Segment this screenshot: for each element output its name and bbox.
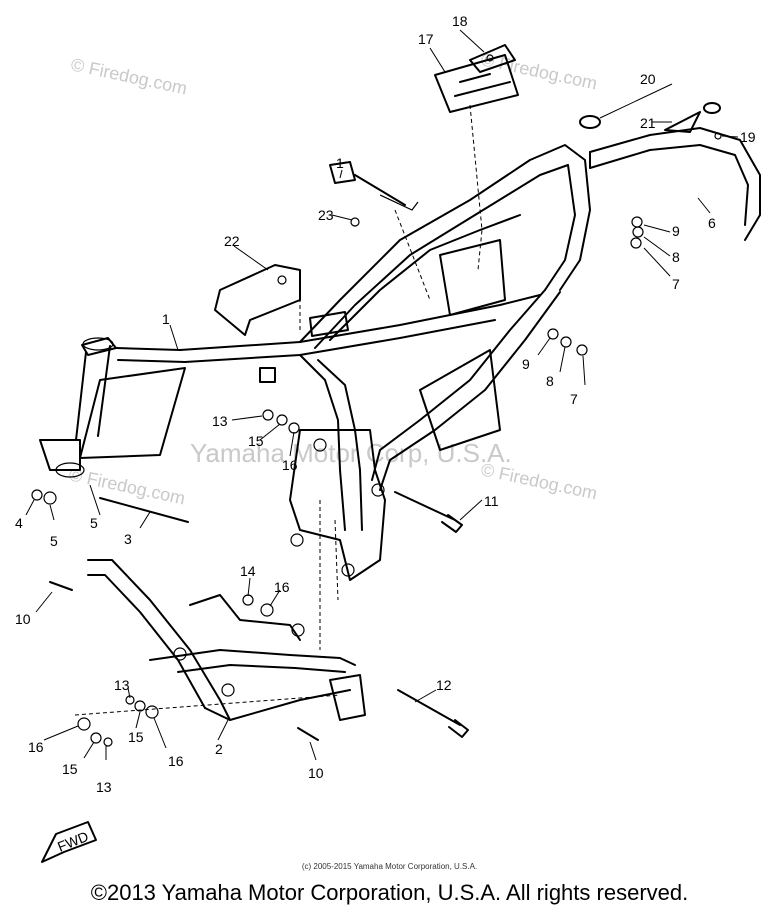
callout-3: 3 xyxy=(124,531,132,547)
rear-fender xyxy=(589,127,761,241)
watermark-site-top-right: © Firedog.com xyxy=(479,49,599,93)
callout-8a: 8 xyxy=(672,249,680,265)
battery-cover xyxy=(434,44,519,113)
fasteners xyxy=(31,216,644,747)
copyright-notice: ©2013 Yamaha Motor Corporation, U.S.A. A… xyxy=(90,880,689,905)
callout-16c: 16 xyxy=(28,739,44,755)
callout-20: 20 xyxy=(640,71,656,87)
callout-7b: 7 xyxy=(570,391,578,407)
callout-19: 19 xyxy=(740,129,756,145)
callout-13c: 13 xyxy=(96,779,112,795)
callout-13a: 13 xyxy=(212,413,228,429)
callouts: 1 1 2 3 4 5 5 6 7 7 8 8 9 9 10 10 11 12 … xyxy=(15,13,756,795)
callout-4: 4 xyxy=(15,515,23,531)
lower-bracket xyxy=(87,559,366,721)
callout-22: 22 xyxy=(224,233,240,249)
forward-arrow: FWD xyxy=(41,821,97,863)
callout-9b: 9 xyxy=(522,356,530,372)
callout-1b: 1 xyxy=(336,155,344,171)
callout-16d: 16 xyxy=(168,753,184,769)
callout-1: 1 xyxy=(162,311,170,327)
callout-15b: 15 xyxy=(128,729,144,745)
watermarks: © Firedog.com © Firedog.com © Firedog.co… xyxy=(67,49,599,508)
callout-23: 23 xyxy=(318,207,334,223)
small-copyright: (c) 2005-2015 Yamaha Motor Corporation, … xyxy=(301,862,478,871)
bracket-22 xyxy=(214,264,301,336)
callout-5a: 5 xyxy=(50,533,58,549)
callout-8b: 8 xyxy=(546,373,554,389)
callout-13b: 13 xyxy=(114,677,130,693)
callout-9a: 9 xyxy=(672,223,680,239)
callout-2: 2 xyxy=(215,741,223,757)
callout-6: 6 xyxy=(708,215,716,231)
callout-10a: 10 xyxy=(15,611,31,627)
top-bolt-assembly xyxy=(329,161,419,211)
long-bolts xyxy=(49,491,469,741)
callout-5b: 5 xyxy=(90,515,98,531)
callout-18: 18 xyxy=(452,13,468,29)
callout-17: 17 xyxy=(418,31,434,47)
callout-15c: 15 xyxy=(62,761,78,777)
callout-11: 11 xyxy=(484,493,499,509)
watermark-site-top: © Firedog.com xyxy=(69,54,189,98)
callout-16a: 16 xyxy=(282,457,298,473)
reflector-parts xyxy=(579,102,722,140)
watermark-site-mid-left: © Firedog.com xyxy=(67,464,187,508)
callout-7a: 7 xyxy=(672,276,680,292)
main-frame xyxy=(39,144,591,581)
callout-16b: 16 xyxy=(274,579,290,595)
callout-15a: 15 xyxy=(248,433,264,449)
leader-lines xyxy=(25,29,739,761)
callout-12: 12 xyxy=(436,677,452,693)
callout-14: 14 xyxy=(240,563,256,579)
callout-10b: 10 xyxy=(308,765,324,781)
callout-21: 21 xyxy=(640,115,656,131)
